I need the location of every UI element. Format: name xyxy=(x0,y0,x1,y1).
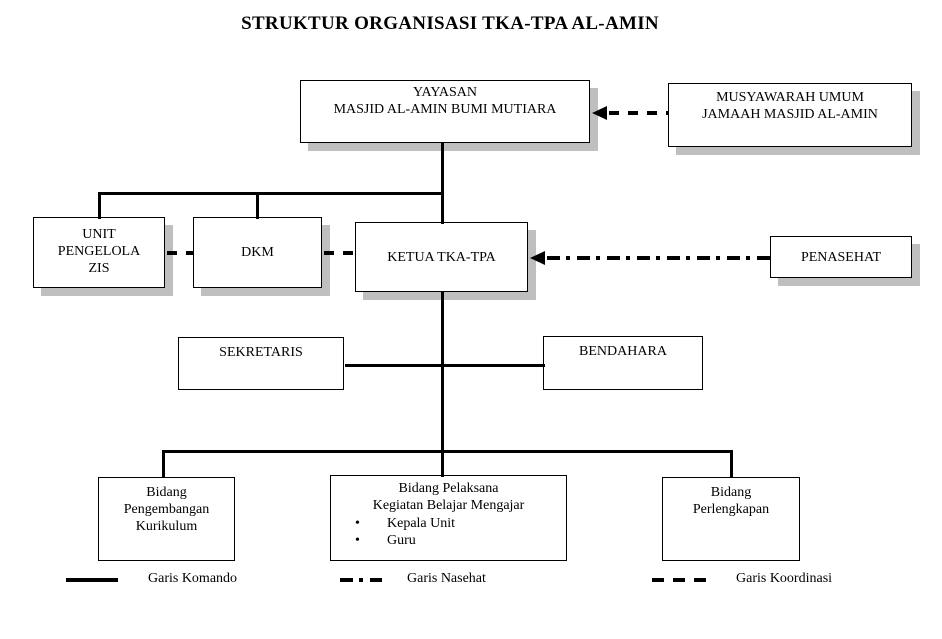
box-bendahara-label: BENDAHARA xyxy=(579,344,667,359)
box-perlengkapan-line1: Bidang xyxy=(710,485,752,500)
box-perlengkapan-line2: Perlengkapan xyxy=(692,502,770,517)
box-yayasan-line1: YAYASAN xyxy=(412,85,478,100)
box-kurikulum-line1: Bidang xyxy=(146,485,187,500)
solid-line-sample xyxy=(66,578,118,582)
box-yayasan: YAYASAN MASJID AL-AMIN BUMI MUTIARA xyxy=(300,80,590,143)
arrowhead-into-yayasan-icon xyxy=(592,106,607,120)
box-kurikulum-line2: Pengembangan xyxy=(123,502,210,517)
dashdot-line-sample xyxy=(340,578,382,582)
box-bendahara: BENDAHARA xyxy=(543,336,703,390)
bullet-icon: • xyxy=(355,533,360,548)
box-musyawarah: MUSYAWARAH UMUM JAMAAH MASJID AL-AMIN xyxy=(668,83,912,147)
connector-branch-bottom xyxy=(162,450,732,453)
box-unit-line2: PENGELOLA xyxy=(57,244,141,259)
box-dkm: DKM xyxy=(193,217,322,288)
legend-label-komando: Garis Komando xyxy=(148,571,238,586)
box-unit-pengelola-zis: UNIT PENGELOLA ZIS xyxy=(33,217,165,288)
box-bidang-kurikulum: Bidang Pengembangan Kurikulum xyxy=(98,477,235,561)
connector-drop-dkm xyxy=(256,192,259,219)
connector-drop-perlengkapan xyxy=(730,450,733,478)
box-ketua-tka-tpa: KETUA TKA-TPA xyxy=(355,222,528,292)
connector-yayasan-down xyxy=(441,142,444,195)
box-musyawarah-line1: MUSYAWARAH UMUM xyxy=(716,90,864,105)
box-pelaksana-line2: Kegiatan Belajar Mengajar xyxy=(372,498,525,513)
connector-drop-kurikulum xyxy=(162,450,165,478)
bullet-label-guru: Guru xyxy=(387,533,416,548)
box-sekretaris: SEKRETARIS xyxy=(178,337,344,390)
box-bidang-perlengkapan: Bidang Perlengkapan xyxy=(662,477,800,561)
connector-musyawarah-yayasan xyxy=(609,111,668,115)
bullet-icon: • xyxy=(355,516,360,531)
box-dkm-label: DKM xyxy=(241,245,274,260)
bullet-label-kepala-unit: Kepala Unit xyxy=(387,516,456,531)
list-item: • Guru xyxy=(331,532,566,549)
legend-label-koordinasi: Garis Koordinasi xyxy=(736,571,833,586)
box-bidang-pelaksana: Bidang Pelaksana Kegiatan Belajar Mengaj… xyxy=(330,475,567,561)
connector-ketua-down xyxy=(441,291,444,477)
box-penasehat-label: PENASEHAT xyxy=(800,249,882,265)
box-unit-line3: ZIS xyxy=(88,261,110,276)
box-pelaksana-bullet-list: • Kepala Unit • Guru xyxy=(331,515,566,549)
box-ketua-label: KETUA TKA-TPA xyxy=(387,249,496,265)
connector-drop-ketua xyxy=(441,192,444,224)
box-yayasan-line2: MASJID AL-AMIN BUMI MUTIARA xyxy=(333,102,557,117)
arrowhead-into-ketua-icon xyxy=(530,251,545,265)
connector-penasehat-ketua xyxy=(547,256,770,260)
legend-label-nasehat: Garis Nasehat xyxy=(407,571,486,586)
connector-drop-unit xyxy=(98,192,101,219)
box-unit-line1: UNIT xyxy=(82,227,116,242)
box-sekretaris-label: SEKRETARIS xyxy=(219,345,303,360)
dashed-line-sample xyxy=(652,578,706,582)
page-title: STRUKTUR ORGANISASI TKA-TPA AL-AMIN xyxy=(241,13,659,34)
connector-sekretaris-bendahara xyxy=(345,364,545,367)
box-pelaksana-line1: Bidang Pelaksana xyxy=(398,481,499,496)
connector-branch-top xyxy=(98,192,444,195)
box-penasehat: PENASEHAT xyxy=(770,236,912,278)
box-musyawarah-line2: JAMAAH MASJID AL-AMIN xyxy=(702,107,878,122)
box-kurikulum-line3: Kurikulum xyxy=(135,519,198,534)
list-item: • Kepala Unit xyxy=(331,515,566,532)
connector-dkm-ketua xyxy=(324,251,355,255)
connector-unit-dkm xyxy=(167,251,193,255)
